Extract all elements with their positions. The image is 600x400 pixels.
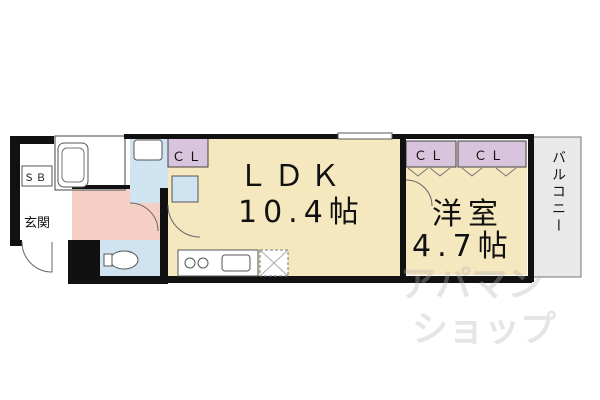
watermark-line1: アパマン [400, 264, 544, 305]
closet-western-1 [405, 140, 457, 168]
washer-space [171, 175, 199, 203]
entrance-step [22, 188, 72, 240]
closet-western-1-label: ＣＬ [414, 149, 447, 164]
balcony-area [532, 136, 582, 278]
closet-door-marks [407, 167, 517, 177]
western-room-size: 4.7帖 [412, 229, 514, 264]
closet-ldk-label: ＣＬ [172, 150, 205, 165]
door-swings [21, 179, 433, 273]
ldk-size: 10.4帖 [238, 195, 365, 230]
toilet [109, 250, 139, 270]
closet-western-2 [457, 140, 527, 168]
balcony-label: バルコニー [550, 150, 566, 235]
walls [10, 134, 534, 284]
washbasin [133, 139, 163, 161]
western-room-label: 洋室 [432, 197, 504, 232]
closet-western-2-label: ＣＬ [474, 149, 507, 164]
window-north [337, 132, 393, 140]
ldk-label: ＬＤＫ [238, 159, 346, 194]
shoe-box-label: ＳＢ [24, 173, 48, 184]
watermark-line2: ショップ [412, 309, 557, 350]
entrance-label: 玄関 [24, 216, 51, 231]
shoe-box [21, 165, 53, 187]
